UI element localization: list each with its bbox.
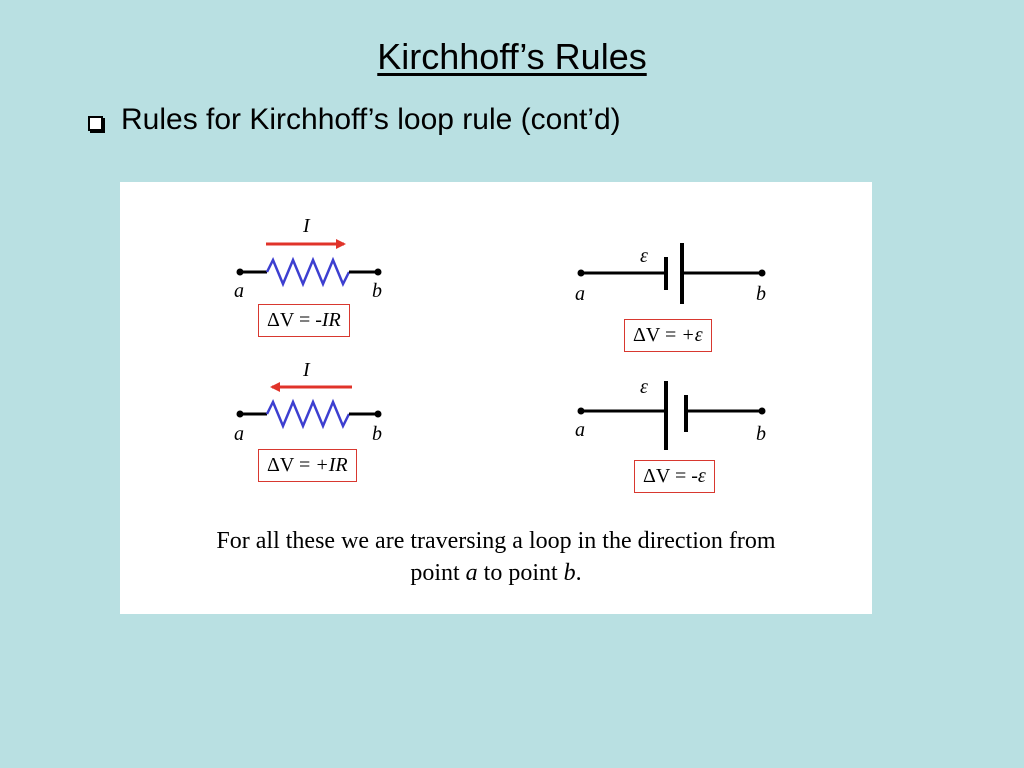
caption-part-2: to point: [477, 559, 564, 586]
equation-rhs: +ε: [681, 324, 703, 346]
label-b-2: b: [372, 423, 382, 445]
bullet-item: Rules for Kirchhoff’s loop rule (cont’d): [88, 103, 621, 137]
equation-lhs: ΔV: [643, 465, 670, 487]
caption-point-a: a: [465, 559, 478, 586]
circuit-diagrams: I a b I a b ε: [234, 215, 766, 450]
equation-box-battery-1: ΔV = +ε: [624, 319, 712, 352]
resistor-zigzag-2: [265, 398, 351, 430]
battery2-label-b: b: [756, 423, 766, 445]
equation-box-resistor-2: ΔV = +IR: [258, 449, 357, 482]
equation-rhs: +IR: [315, 454, 348, 476]
current-label-2: I: [302, 359, 311, 381]
equation-equals: =: [669, 465, 692, 487]
caption-line-1: For all these we are traversing a loop i…: [216, 528, 776, 554]
equation-equals: =: [293, 454, 316, 476]
slide-title-text: Kirchhoff’s Rules: [377, 36, 647, 77]
battery1-label-b: b: [756, 283, 766, 305]
equation-equals: =: [659, 324, 682, 346]
battery-diagram-1: ε a b: [575, 243, 766, 305]
figure-caption: For all these we are traversing a loop i…: [120, 526, 872, 589]
emf-label-1: ε: [640, 245, 648, 267]
figure-panel: I a b I a b ε: [120, 182, 872, 614]
battery2-label-a: a: [575, 419, 585, 441]
battery1-label-a: a: [575, 283, 585, 305]
caption-line-2: point a to point b.: [120, 558, 872, 590]
caption-point-b: b: [563, 559, 576, 586]
equation-lhs: ΔV: [633, 324, 660, 346]
equation-lhs: ΔV: [267, 309, 294, 331]
resistor-zigzag-1: [265, 256, 351, 288]
resistor-diagram-current-left: I a b: [234, 359, 382, 445]
square-bullet-icon: [88, 115, 103, 131]
equation-box-resistor-1: ΔV = -IR: [258, 304, 350, 337]
caption-part-3: .: [575, 559, 582, 586]
resistor-diagram-current-right: I a b: [234, 215, 382, 302]
equation-lhs: ΔV: [267, 454, 294, 476]
bullet-text: Rules for Kirchhoff’s loop rule (cont’d): [121, 103, 621, 136]
equation-rhs: -IR: [315, 309, 341, 331]
battery-diagram-2: ε a b: [575, 376, 766, 450]
equation-rhs: -ε: [691, 465, 706, 487]
caption-part-1: point: [410, 559, 466, 586]
label-a-1: a: [234, 280, 244, 302]
label-a-2: a: [234, 423, 244, 445]
emf-label-2: ε: [640, 376, 648, 398]
slide-title: Kirchhoff’s Rules: [0, 36, 1024, 78]
equation-equals: =: [293, 309, 316, 331]
equation-box-battery-2: ΔV = -ε: [634, 460, 715, 493]
battery1-node-b: [758, 269, 766, 277]
current-label-1: I: [302, 215, 311, 237]
label-b-1: b: [372, 280, 382, 302]
node-b-1: [374, 268, 382, 276]
node-b-2: [374, 410, 382, 418]
battery2-node-b: [758, 407, 766, 415]
